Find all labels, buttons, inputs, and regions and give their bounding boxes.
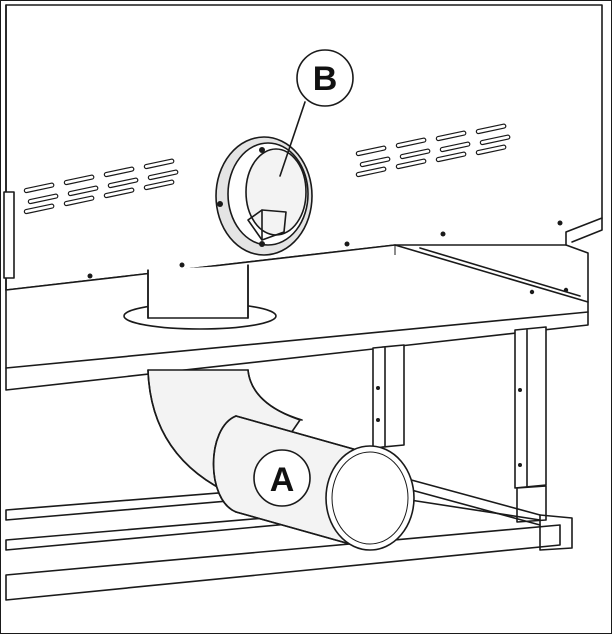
callout-b: B [279, 49, 354, 177]
side-bracket [3, 191, 15, 279]
vertical-duct [147, 264, 249, 319]
callout-a: A [253, 449, 311, 507]
stand-legs [372, 326, 547, 523]
vent-slots-left [23, 158, 179, 215]
duct-opening [325, 445, 415, 551]
callout-b-label: B [313, 60, 338, 98]
appliance-body [3, 4, 603, 291]
exhaust-flange [215, 136, 313, 256]
vent-slots-right [355, 123, 511, 178]
callout-a-label: A [270, 461, 295, 499]
